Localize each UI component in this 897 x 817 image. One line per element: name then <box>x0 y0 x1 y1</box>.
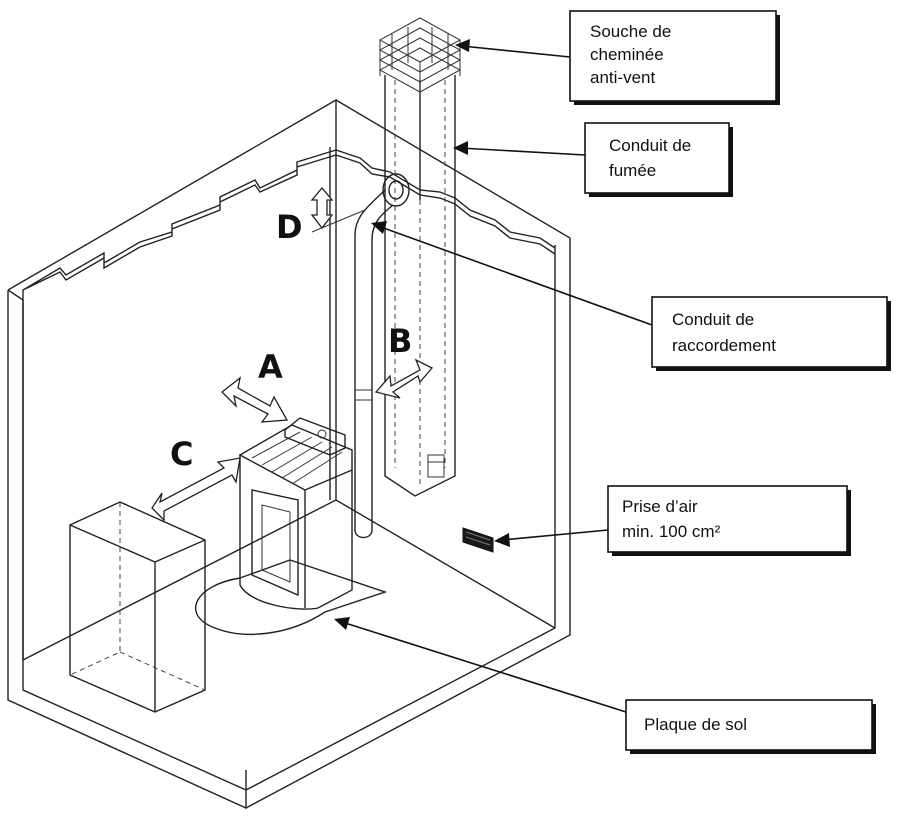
svg-text:Souche de: Souche de <box>590 22 671 41</box>
cleanout-door <box>427 454 445 478</box>
clearance-label-c: C <box>170 435 193 473</box>
plaque-sol-leader <box>341 621 627 713</box>
callout-souche: Souche de cheminée anti-vent <box>569 10 780 105</box>
clearance-arrow-c <box>151 457 241 522</box>
clearance-label-b: B <box>388 322 412 360</box>
conduit-raccordement-leader <box>377 225 653 326</box>
svg-text:raccordement: raccordement <box>672 336 776 355</box>
svg-text:Plaque de sol: Plaque de sol <box>644 715 747 734</box>
chimney-flue <box>378 17 462 497</box>
chimney-cap-icon <box>378 17 462 93</box>
conduit-fumee-leader <box>459 147 586 156</box>
pellet-stove <box>194 417 388 635</box>
clearance-label-a: A <box>258 348 283 386</box>
svg-text:Prise d’air: Prise d’air <box>622 497 698 516</box>
clearance-arrow-a <box>221 376 289 423</box>
right-wall <box>245 99 571 809</box>
ceiling-cornice <box>22 149 337 300</box>
room <box>7 98 571 810</box>
floor <box>22 499 556 661</box>
callout-prise-air: Prise d’air min. 100 cm² <box>607 485 851 556</box>
svg-text:anti-vent: anti-vent <box>590 68 655 87</box>
prise-air-leader <box>501 529 609 541</box>
connection-pipe <box>354 173 410 539</box>
svg-text:Conduit de: Conduit de <box>672 310 754 329</box>
svg-text:fumée: fumée <box>609 161 656 180</box>
callout-conduit-raccordement: Conduit de raccordement <box>651 296 891 371</box>
clearance-arrow-b <box>374 358 434 399</box>
callout-conduit-fumee: Conduit de fumée <box>584 122 733 197</box>
svg-text:min. 100 cm²: min. 100 cm² <box>622 522 721 541</box>
clearance-label-d: D <box>276 208 303 246</box>
svg-text:cheminée: cheminée <box>590 45 664 64</box>
svg-text:Conduit de: Conduit de <box>609 136 691 155</box>
callout-plaque-sol: Plaque de sol <box>625 699 876 754</box>
clearance-arrow-d <box>310 186 334 230</box>
souche-leader <box>461 45 571 58</box>
air-inlet-vent-icon <box>462 527 494 553</box>
furniture-cabinet <box>69 501 206 713</box>
